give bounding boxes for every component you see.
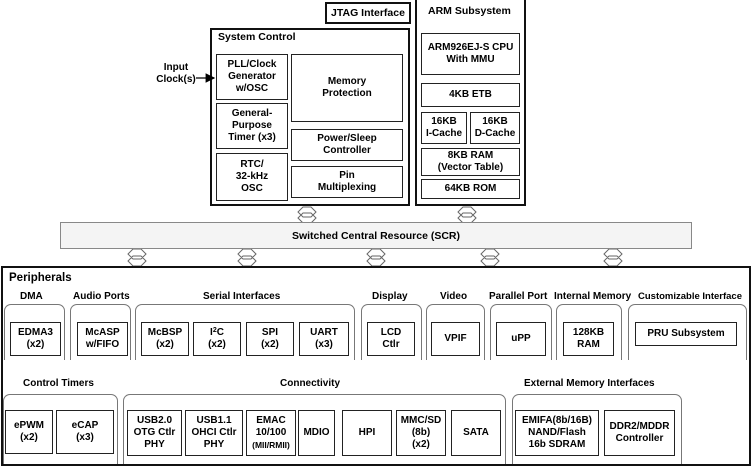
mcbsp-block: McBSP (x2) (141, 322, 189, 356)
internal-ram-block: 128KB RAM (563, 322, 614, 356)
arm-scr-connector (457, 206, 477, 224)
jtag-interface: JTAG Interface (325, 2, 411, 24)
dma-title: DMA (20, 291, 43, 302)
control-timers-group (3, 394, 118, 464)
scr-periph-connector-3 (366, 248, 386, 267)
hpi-block: HPI (342, 410, 392, 456)
custom-group (628, 304, 747, 360)
scr-periph-connector-5 (603, 248, 623, 267)
memory-protection-block: Memory Protection (291, 54, 403, 122)
emac-interface: (MII/RMII) (252, 440, 290, 450)
serial-interfaces-title: Serial Interfaces (203, 291, 281, 302)
sysctrl-scr-connector (297, 206, 317, 224)
display-group (361, 304, 422, 360)
lcd-ctlr-block: LCD Ctlr (367, 322, 415, 356)
dma-group (4, 304, 65, 360)
display-title: Display (372, 291, 408, 302)
rom-block: 64KB ROM (421, 179, 520, 199)
scr-bus: Switched Central Resource (SCR) (60, 222, 692, 249)
ecap-block: eCAP (x3) (56, 410, 114, 454)
audio-group (70, 304, 131, 360)
connectivity-group (123, 394, 506, 464)
power-sleep-block: Power/Sleep Controller (291, 129, 403, 161)
pin-mux-block: Pin Multiplexing (291, 166, 403, 198)
sata-block: SATA (451, 410, 501, 456)
mdio-block: MDIO (298, 410, 335, 456)
video-group (426, 304, 485, 360)
icache-block: 16KB I-Cache (421, 112, 467, 144)
i2c-count: (x2) (208, 339, 226, 350)
bus-connectors (127, 206, 623, 267)
external-memory-title: External Memory Interfaces (524, 378, 655, 389)
arm-subsystem-title: ARM Subsystem (428, 5, 511, 17)
pll-clock-block: PLL/Clock Generator w/OSC (216, 54, 288, 100)
mmcsd-block: MMC/SD (8b) (x2) (396, 410, 446, 456)
upp-block: uPP (496, 322, 546, 356)
vpif-block: VPIF (431, 322, 480, 356)
uart-block: UART (x3) (299, 322, 349, 356)
epwm-block: ePWM (x2) (5, 410, 53, 454)
scr-periph-connector-2 (237, 248, 257, 267)
scr-periph-connector-1 (127, 248, 147, 267)
emifa-block: EMIFA(8b/16B) NAND/Flash 16b SDRAM (515, 410, 599, 456)
internal-memory-title: Internal Memory (554, 291, 632, 302)
external-memory-group (512, 394, 682, 464)
edma3-block: EDMA3 (x2) (10, 322, 61, 356)
peripherals-title: Peripherals (9, 272, 72, 284)
customizable-interface-title: Customizable Interface (638, 291, 742, 302)
input-clock-label: Input Clock(s) (156, 62, 196, 85)
usb11-block: USB1.1 OHCI Ctlr PHY (185, 410, 243, 456)
gp-timer-block: General- Purpose Timer (x3) (216, 103, 288, 149)
internal-memory-group (556, 304, 622, 360)
system-control-title: System Control (218, 31, 296, 43)
audio-ports-title: Audio Ports (73, 291, 130, 302)
usb20-block: USB2.0 OTG Ctlr PHY (127, 410, 182, 456)
arm-ram-block: 8KB RAM (Vector Table) (421, 148, 520, 176)
rtc-osc-block: RTC/ 32-kHz OSC (216, 153, 288, 201)
dcache-block: 16KB D-Cache (470, 112, 520, 144)
control-timers-title: Control Timers (23, 378, 94, 389)
emac-block: EMAC 10/100 (MII/RMII) (246, 410, 296, 456)
pru-subsystem-block: PRU Subsystem (635, 322, 737, 346)
i2c-block: I2C (x2) (193, 322, 241, 356)
scr-periph-connector-4 (480, 248, 500, 267)
mcasp-block: McASP w/FIFO (77, 322, 128, 356)
serial-group (135, 304, 355, 360)
etb-block: 4KB ETB (421, 83, 520, 107)
connectivity-title: Connectivity (280, 378, 341, 389)
video-title: Video (440, 291, 468, 302)
ddr2-block: DDR2/MDDR Controller (604, 410, 675, 456)
spi-block: SPI (x2) (246, 322, 294, 356)
i2c-label: I2C (210, 327, 224, 338)
arm-cpu-block: ARM926EJ-S CPU With MMU (421, 33, 520, 75)
parallel-group (490, 304, 552, 360)
emac-label: EMAC 10/100 (255, 415, 287, 438)
parallel-port-title: Parallel Port (489, 291, 548, 302)
